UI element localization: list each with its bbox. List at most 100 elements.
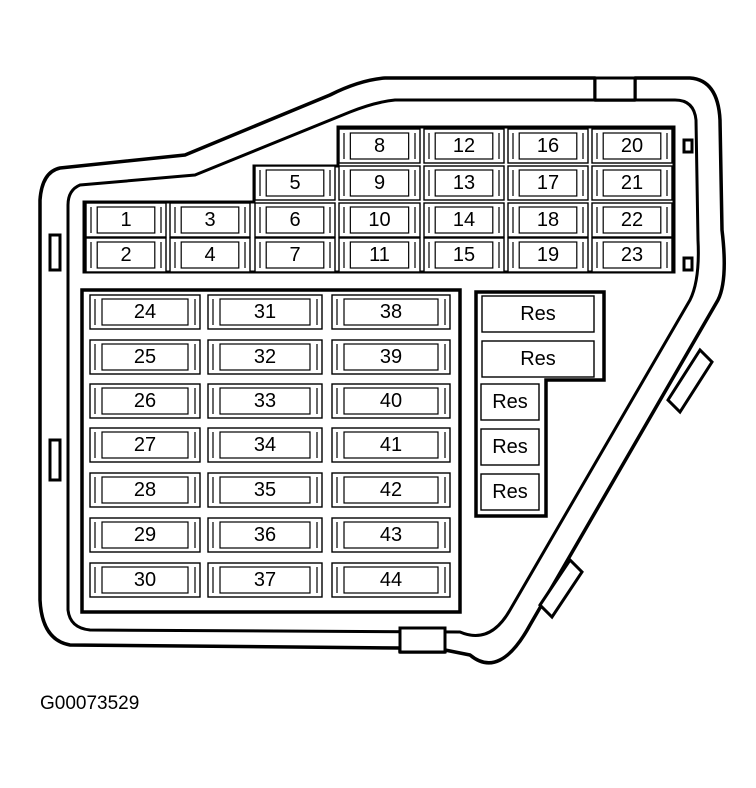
fuse-13-label: 13 — [453, 172, 475, 194]
fuse-36-element — [219, 521, 311, 549]
fuse-22-element — [602, 206, 662, 234]
fuse-5-element — [265, 169, 325, 197]
reserve-slot-narrow-2: Res — [480, 428, 540, 466]
fuse-11: 11 — [338, 237, 421, 273]
fuse-29: 29 — [89, 517, 201, 553]
fuse-1-label: 1 — [120, 209, 131, 231]
fuse-17-element — [518, 169, 578, 197]
fuse-4-element — [180, 241, 240, 269]
fuse-9: 9 — [338, 165, 421, 201]
fuse-34-element — [219, 431, 311, 459]
fuse-34-label: 34 — [254, 434, 276, 456]
fuse-43-element — [343, 521, 439, 549]
fuse-35-element — [219, 476, 311, 504]
fuse-21: 21 — [591, 165, 673, 201]
reserve-slot-wide-1-label: Res — [520, 303, 556, 325]
reserve-slot-wide-2-body — [481, 340, 595, 378]
lower-fuse-block: 2425262728293031323334353637383940414243… — [89, 294, 451, 598]
fuse-24: 24 — [89, 294, 201, 330]
fuse-31-label: 31 — [254, 301, 276, 323]
fuse-14: 14 — [423, 202, 505, 238]
fuse-18-element — [518, 206, 578, 234]
fuse-2: 2 — [85, 237, 167, 273]
fuse-33-element — [219, 387, 311, 415]
fuse-14-element — [434, 206, 494, 234]
fuse-40-element — [343, 387, 439, 415]
reserve-slot-narrow-2-label: Res — [492, 436, 528, 458]
fuse-30-label: 30 — [134, 569, 156, 591]
right-notch-upper — [682, 138, 694, 154]
reserve-slot-narrow-1: Res — [480, 383, 540, 421]
fuse-27: 27 — [89, 427, 201, 463]
fuse-23: 23 — [591, 237, 673, 273]
fuse-10-element — [349, 206, 410, 234]
fuse-28-element — [101, 476, 189, 504]
fuse-20-label: 20 — [621, 135, 643, 157]
fuse-42-element — [343, 476, 439, 504]
fuse-32-label: 32 — [254, 346, 276, 368]
fuse-31-element — [219, 298, 311, 326]
fuse-14-label: 14 — [453, 209, 475, 231]
fuse-40: 40 — [331, 383, 451, 419]
fuse-26-element — [101, 387, 189, 415]
fuse-38: 38 — [331, 294, 451, 330]
reserve-slot-narrow-2-body — [480, 428, 540, 466]
fuse-25-label: 25 — [134, 346, 156, 368]
fuse-17: 17 — [507, 165, 589, 201]
fuse-28-label: 28 — [134, 479, 156, 501]
fuse-13: 13 — [423, 165, 505, 201]
fuse-30: 30 — [89, 562, 201, 598]
reserve-slot-wide-2: Res — [481, 340, 595, 378]
fuse-29-element — [101, 521, 189, 549]
fuse-43-label: 43 — [380, 524, 402, 546]
fuse-36: 36 — [207, 517, 323, 553]
fuse-6: 6 — [254, 202, 336, 238]
fuse-27-label: 27 — [134, 434, 156, 456]
fuse-37: 37 — [207, 562, 323, 598]
fuse-19-label: 19 — [537, 244, 559, 266]
fuse-7: 7 — [254, 237, 336, 273]
fuse-1-element — [96, 206, 156, 234]
fuse-22: 22 — [591, 202, 673, 238]
fuse-18-label: 18 — [537, 209, 559, 231]
fuse-24-element — [101, 298, 189, 326]
fuse-25-element — [101, 343, 189, 371]
fuse-20-element — [602, 132, 662, 160]
fuse-29-label: 29 — [134, 524, 156, 546]
fuse-5-label: 5 — [289, 172, 300, 194]
right-clip-lower — [538, 557, 584, 620]
fuse-31: 31 — [207, 294, 323, 330]
figure-id: G00073529 — [40, 693, 140, 714]
fuse-38-element — [343, 298, 439, 326]
fuse-8-label: 8 — [374, 135, 385, 157]
fuse-25: 25 — [89, 339, 201, 375]
fuse-20: 20 — [591, 128, 673, 164]
fuse-41-label: 41 — [380, 434, 402, 456]
fuse-32: 32 — [207, 339, 323, 375]
fuse-4: 4 — [169, 237, 251, 273]
fuse-33: 33 — [207, 383, 323, 419]
right-clip-upper — [666, 347, 714, 415]
fuse-34: 34 — [207, 427, 323, 463]
fuse-11-element — [349, 241, 410, 269]
fuse-26: 26 — [89, 383, 201, 419]
reserve-slot-wide-1-body — [481, 295, 595, 333]
fuse-32-element — [219, 343, 311, 371]
bottom-tab — [398, 626, 447, 654]
fuse-12: 12 — [423, 128, 505, 164]
fuse-35-label: 35 — [254, 479, 276, 501]
fuse-37-element — [219, 566, 311, 594]
fuse-41-element — [343, 431, 439, 459]
fuse-26-label: 26 — [134, 390, 156, 412]
fuse-44: 44 — [331, 562, 451, 598]
fuse-3-label: 3 — [204, 209, 215, 231]
fuse-16-element — [518, 132, 578, 160]
housing-inner-outline — [66, 98, 700, 637]
fuse-2-label: 2 — [120, 244, 131, 266]
fuse-12-label: 12 — [453, 135, 475, 157]
fuse-16: 16 — [507, 128, 589, 164]
fuse-6-element — [265, 206, 325, 234]
fuse-40-label: 40 — [380, 390, 402, 412]
